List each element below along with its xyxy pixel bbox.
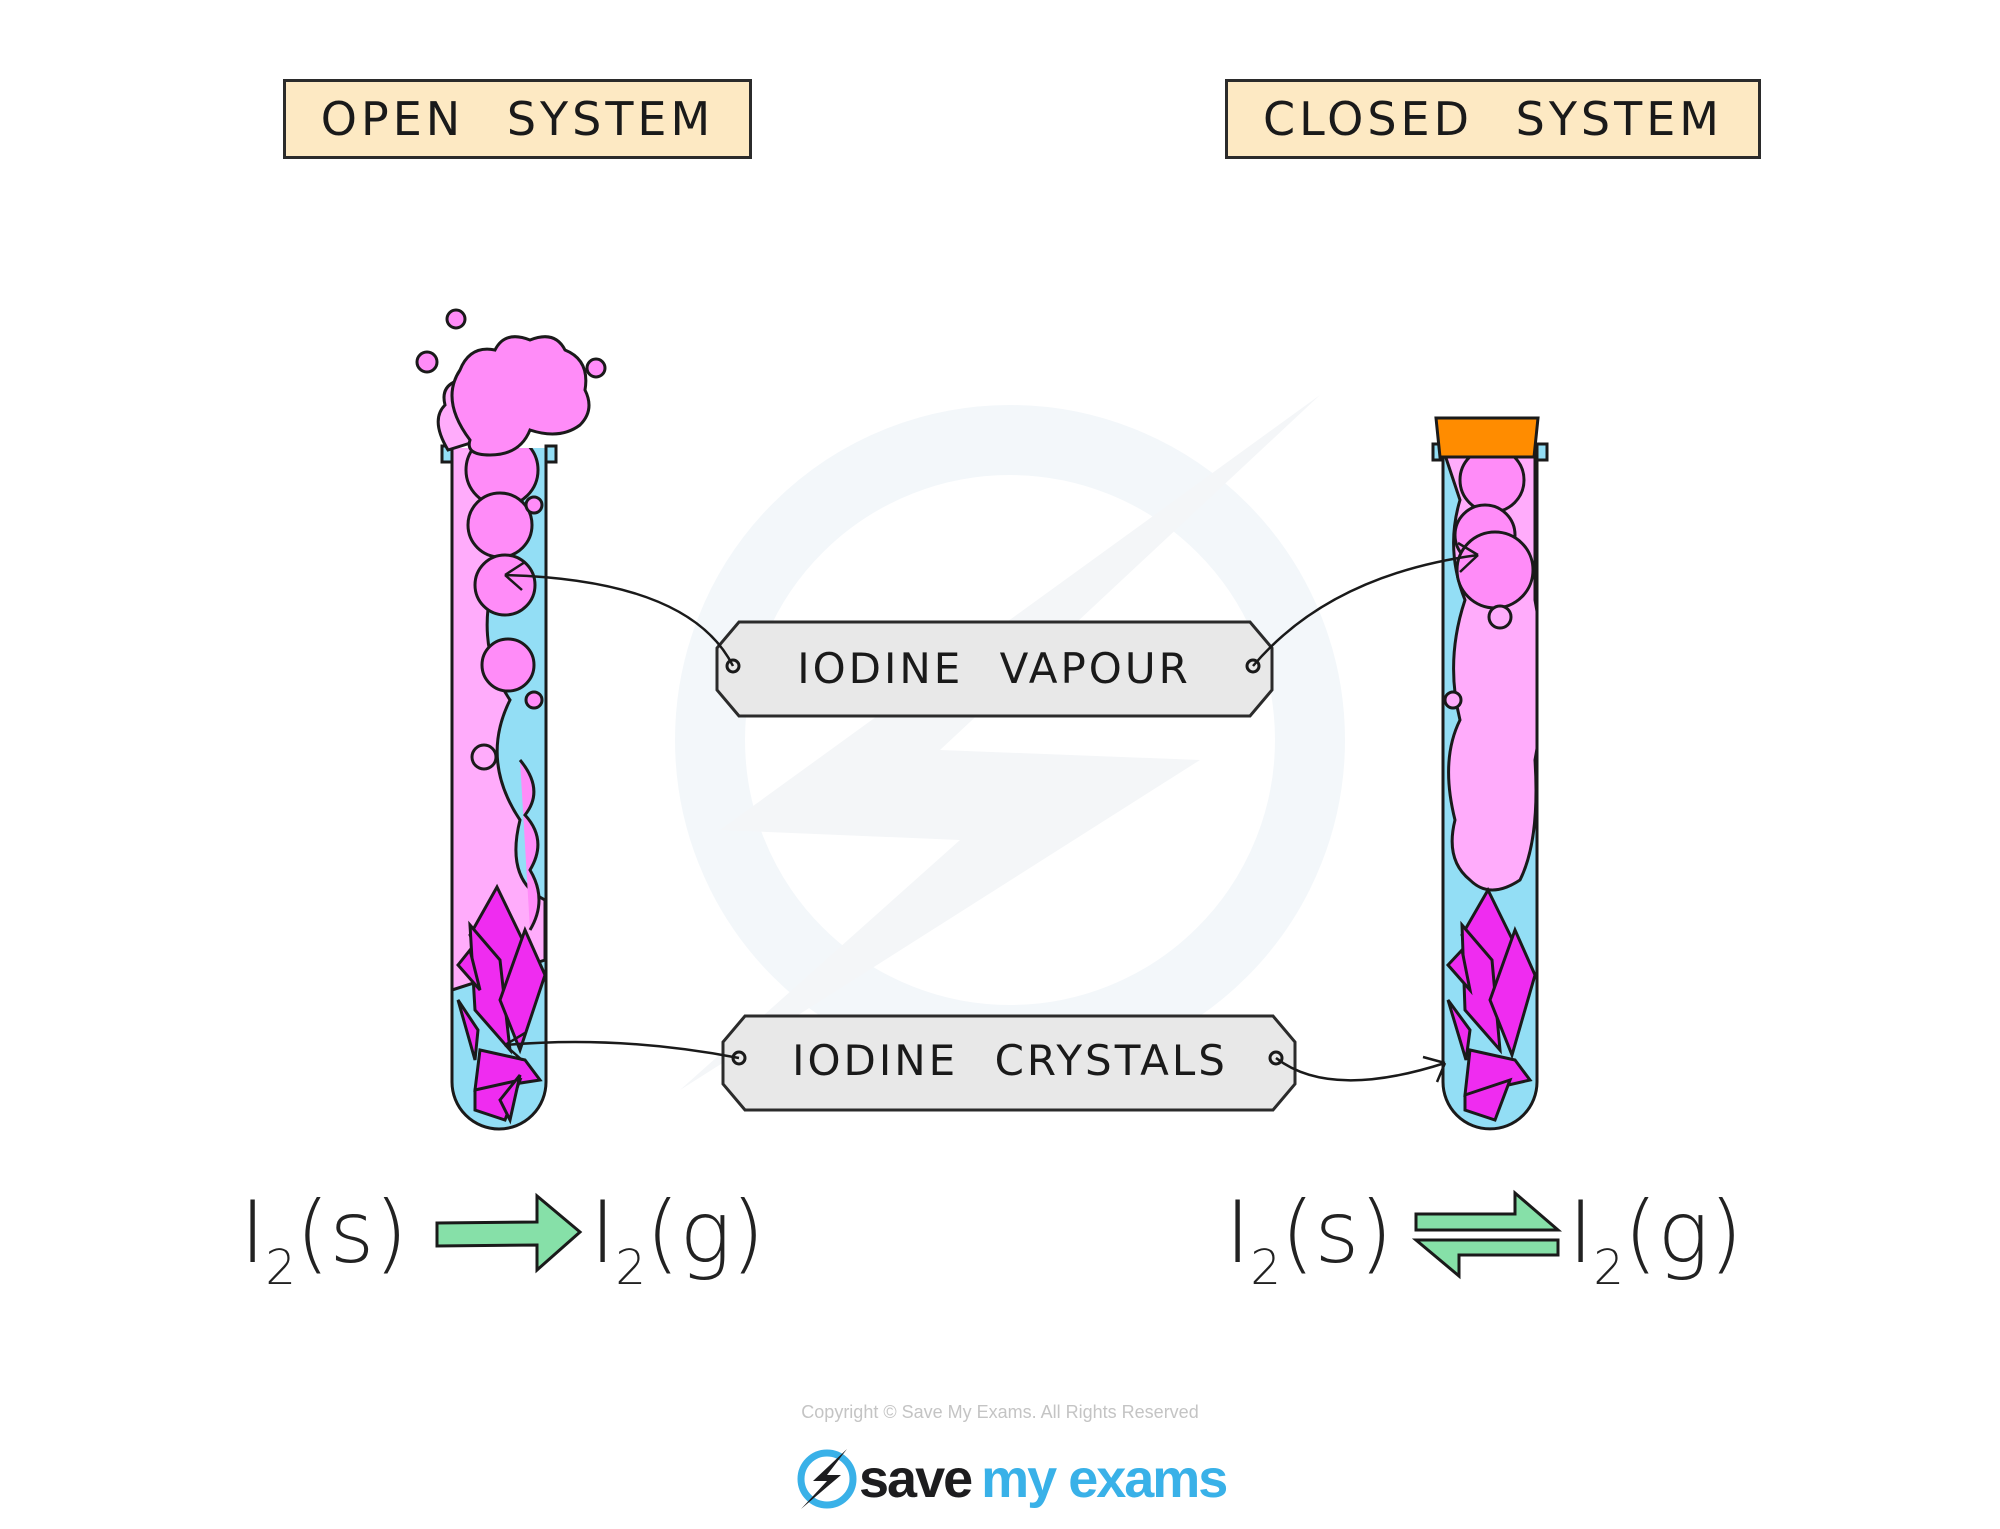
open-test-tube — [415, 308, 607, 1131]
iodine-crystals-label: IODINE CRYSTALS — [721, 1014, 1297, 1112]
one-way-arrow — [435, 1192, 583, 1274]
crystals-leader-right — [1275, 1057, 1446, 1082]
equilibrium-arrows — [1411, 1189, 1563, 1280]
open-vapour — [452, 448, 546, 993]
logo-word-save: save — [859, 1449, 973, 1509]
open-equation-product: I2(g) — [590, 1183, 765, 1296]
closed-equation-product: I2(g) — [1568, 1183, 1743, 1296]
open-system-title: OPEN SYSTEM — [283, 79, 752, 159]
lightning-bolt-icon — [797, 1449, 857, 1509]
copyright-text: Copyright © Save My Exams. All Rights Re… — [801, 1402, 1199, 1422]
cork-stopper — [1434, 416, 1540, 459]
closed-system-title: CLOSED SYSTEM — [1225, 79, 1761, 159]
vapour-leader-left — [504, 573, 735, 667]
logo-word-myexams: my exams — [981, 1449, 1228, 1509]
closed-test-tube — [1431, 416, 1549, 1131]
open-equation-reactant: I2(s) — [240, 1183, 408, 1296]
vapour-leader-right — [1252, 553, 1479, 667]
closed-equation-reactant: I2(s) — [1225, 1183, 1393, 1296]
escaping-vapour-cloud — [415, 308, 607, 457]
iodine-vapour-label: IODINE VAPOUR — [715, 620, 1274, 718]
open-crystals — [456, 883, 546, 1125]
brand-logo: save my exams — [795, 1444, 1228, 1514]
iodine-crystals-text: IODINE CRYSTALS — [792, 1036, 1228, 1085]
closed-vapour — [1443, 448, 1537, 892]
closed-crystals — [1445, 886, 1537, 1122]
crystals-leader-left — [504, 1040, 740, 1060]
leader-lines — [504, 541, 1479, 1083]
iodine-vapour-text: IODINE VAPOUR — [797, 644, 1191, 693]
